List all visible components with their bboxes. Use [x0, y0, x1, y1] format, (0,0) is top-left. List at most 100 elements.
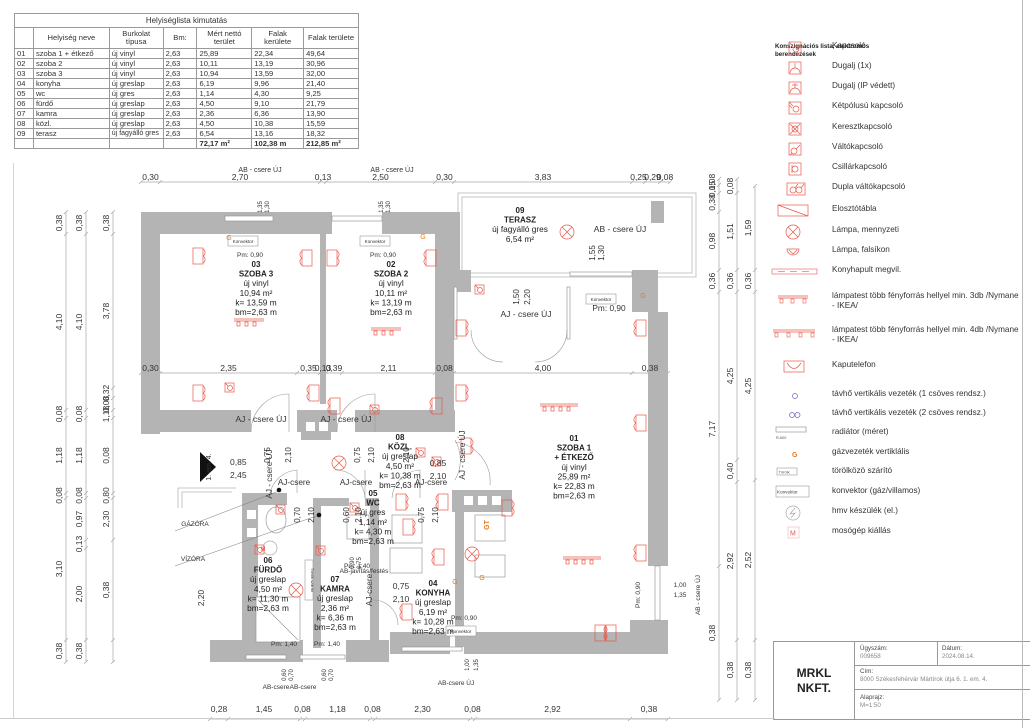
opening-size: 0,70	[289, 669, 295, 681]
dimension-tick	[667, 179, 673, 185]
room-name: SZOBA 3	[239, 270, 274, 279]
dimension-value: 4,10	[54, 313, 64, 330]
dimension-value: 0,08	[54, 405, 64, 422]
switch-box	[474, 284, 485, 295]
lamp-cross	[333, 457, 345, 469]
room-name: WC	[366, 499, 380, 508]
title-block: MRKL NKFT. Ügyszám: 009658 Dátum: 2024.0…	[773, 641, 1030, 720]
room-number: 03	[252, 260, 261, 269]
dimension-tick	[451, 179, 457, 185]
socket-arc	[306, 385, 310, 394]
plan-cell: Alaprajz: M=1:50	[860, 694, 884, 710]
date-cell: Dátum: 2024.08.14.	[942, 645, 975, 661]
opening-size: 1,00	[465, 659, 471, 671]
socket-icon	[326, 249, 340, 267]
door-swing	[454, 439, 461, 481]
opening-size: 1,35	[474, 659, 480, 671]
legend-label: Dugalj (1x)	[832, 61, 872, 70]
opening-annotation: AJ - csere ÚJ	[457, 430, 467, 479]
door-swing	[391, 469, 421, 499]
opening-size: 0,60	[322, 669, 328, 681]
room-info: k= 13,19 m	[370, 297, 411, 307]
socket-icon	[429, 397, 443, 415]
gas-pipe-icon: G	[640, 293, 645, 300]
total-wall-area: 212,85 m²	[303, 138, 359, 149]
dimension-value: 0,08	[725, 177, 735, 194]
dimension-tick	[83, 637, 89, 643]
room-name: SZOBA 1	[557, 444, 592, 453]
switch-lever	[315, 545, 320, 550]
room-info: 2,36 m²	[321, 603, 349, 613]
convector-icon	[227, 235, 259, 247]
room-name: KONYHA	[416, 589, 451, 598]
socket-box	[433, 548, 445, 566]
legend-label: gázvezeték vertiklális	[832, 447, 910, 456]
switch-lever	[275, 504, 280, 509]
shaft	[319, 422, 328, 431]
lamp-cross	[466, 548, 478, 560]
socket-icon	[633, 544, 647, 562]
ceiling-lamp-icon	[775, 224, 825, 240]
wall	[346, 640, 389, 662]
socket-arc	[633, 320, 637, 329]
dimension-value: 1,18	[329, 704, 346, 714]
socket-icon	[299, 249, 313, 267]
dimension-tick	[367, 716, 373, 722]
opening-size: 2,10	[367, 447, 376, 463]
switch-icon	[431, 456, 442, 467]
switch-icon	[224, 382, 235, 393]
dimension-value: 0,32	[101, 384, 111, 401]
dimension-tick	[734, 457, 740, 463]
opening-size: 0,75	[417, 507, 426, 523]
dimension-value: 4,25	[743, 377, 753, 394]
room-info: 6,54 m²	[506, 234, 534, 244]
room-info: 25,89 m²	[558, 471, 591, 481]
dimension-tick	[752, 289, 758, 295]
light-bar-bulb	[589, 559, 594, 565]
counter-light-icon	[771, 264, 825, 280]
dimension-value: 2,92	[544, 704, 561, 714]
wall	[321, 498, 349, 506]
socket-arc	[327, 398, 331, 407]
dimension-value: 0,40	[725, 462, 735, 479]
dimension-tick	[83, 231, 89, 237]
dimension-tick	[629, 370, 635, 376]
door-swing	[470, 329, 504, 363]
water-heater-icon	[262, 540, 278, 556]
switch-circle	[372, 407, 378, 413]
opening-annotation: AB-csere	[290, 684, 317, 691]
ceiling-lamp-icon	[464, 546, 480, 562]
opening-size: 0,70	[329, 669, 335, 681]
dimension-tick	[323, 179, 329, 185]
dimension-tick	[110, 659, 116, 665]
switch-icon	[254, 544, 265, 555]
dimension-value: 0,38	[707, 194, 717, 211]
switch-circle	[352, 505, 358, 511]
terrace-column	[651, 201, 664, 223]
wall	[273, 212, 332, 234]
dimension-tick	[752, 267, 758, 273]
switch-lever	[224, 382, 229, 387]
socket-arc	[465, 392, 469, 401]
room-number: 06	[264, 556, 273, 565]
socket-arc	[423, 257, 427, 266]
toilet	[346, 514, 370, 540]
socket-ip-icon	[775, 80, 825, 96]
dimension-tick	[110, 537, 116, 543]
room-info: k= 10,28 m	[412, 616, 453, 626]
room-info: bm=2,63 m	[412, 626, 454, 636]
opening-annotation: AB - csere ÚJ	[594, 224, 646, 234]
switch-icon	[369, 404, 380, 415]
socket-arc	[412, 519, 416, 528]
opening-size: 1,30	[597, 245, 606, 261]
dimension-tick	[467, 716, 473, 722]
entry-width: 0,85	[230, 457, 247, 467]
convector-icon	[585, 293, 617, 305]
dimension-tick	[110, 395, 116, 401]
switch-icon	[415, 447, 426, 458]
opening-size: 0,75	[263, 447, 272, 463]
opening-annotation: AJ - csere ÚJ	[500, 309, 551, 319]
wall	[630, 620, 668, 654]
opening-annotation: AB-csere	[263, 684, 290, 691]
light-bar-4-icon	[773, 327, 825, 343]
